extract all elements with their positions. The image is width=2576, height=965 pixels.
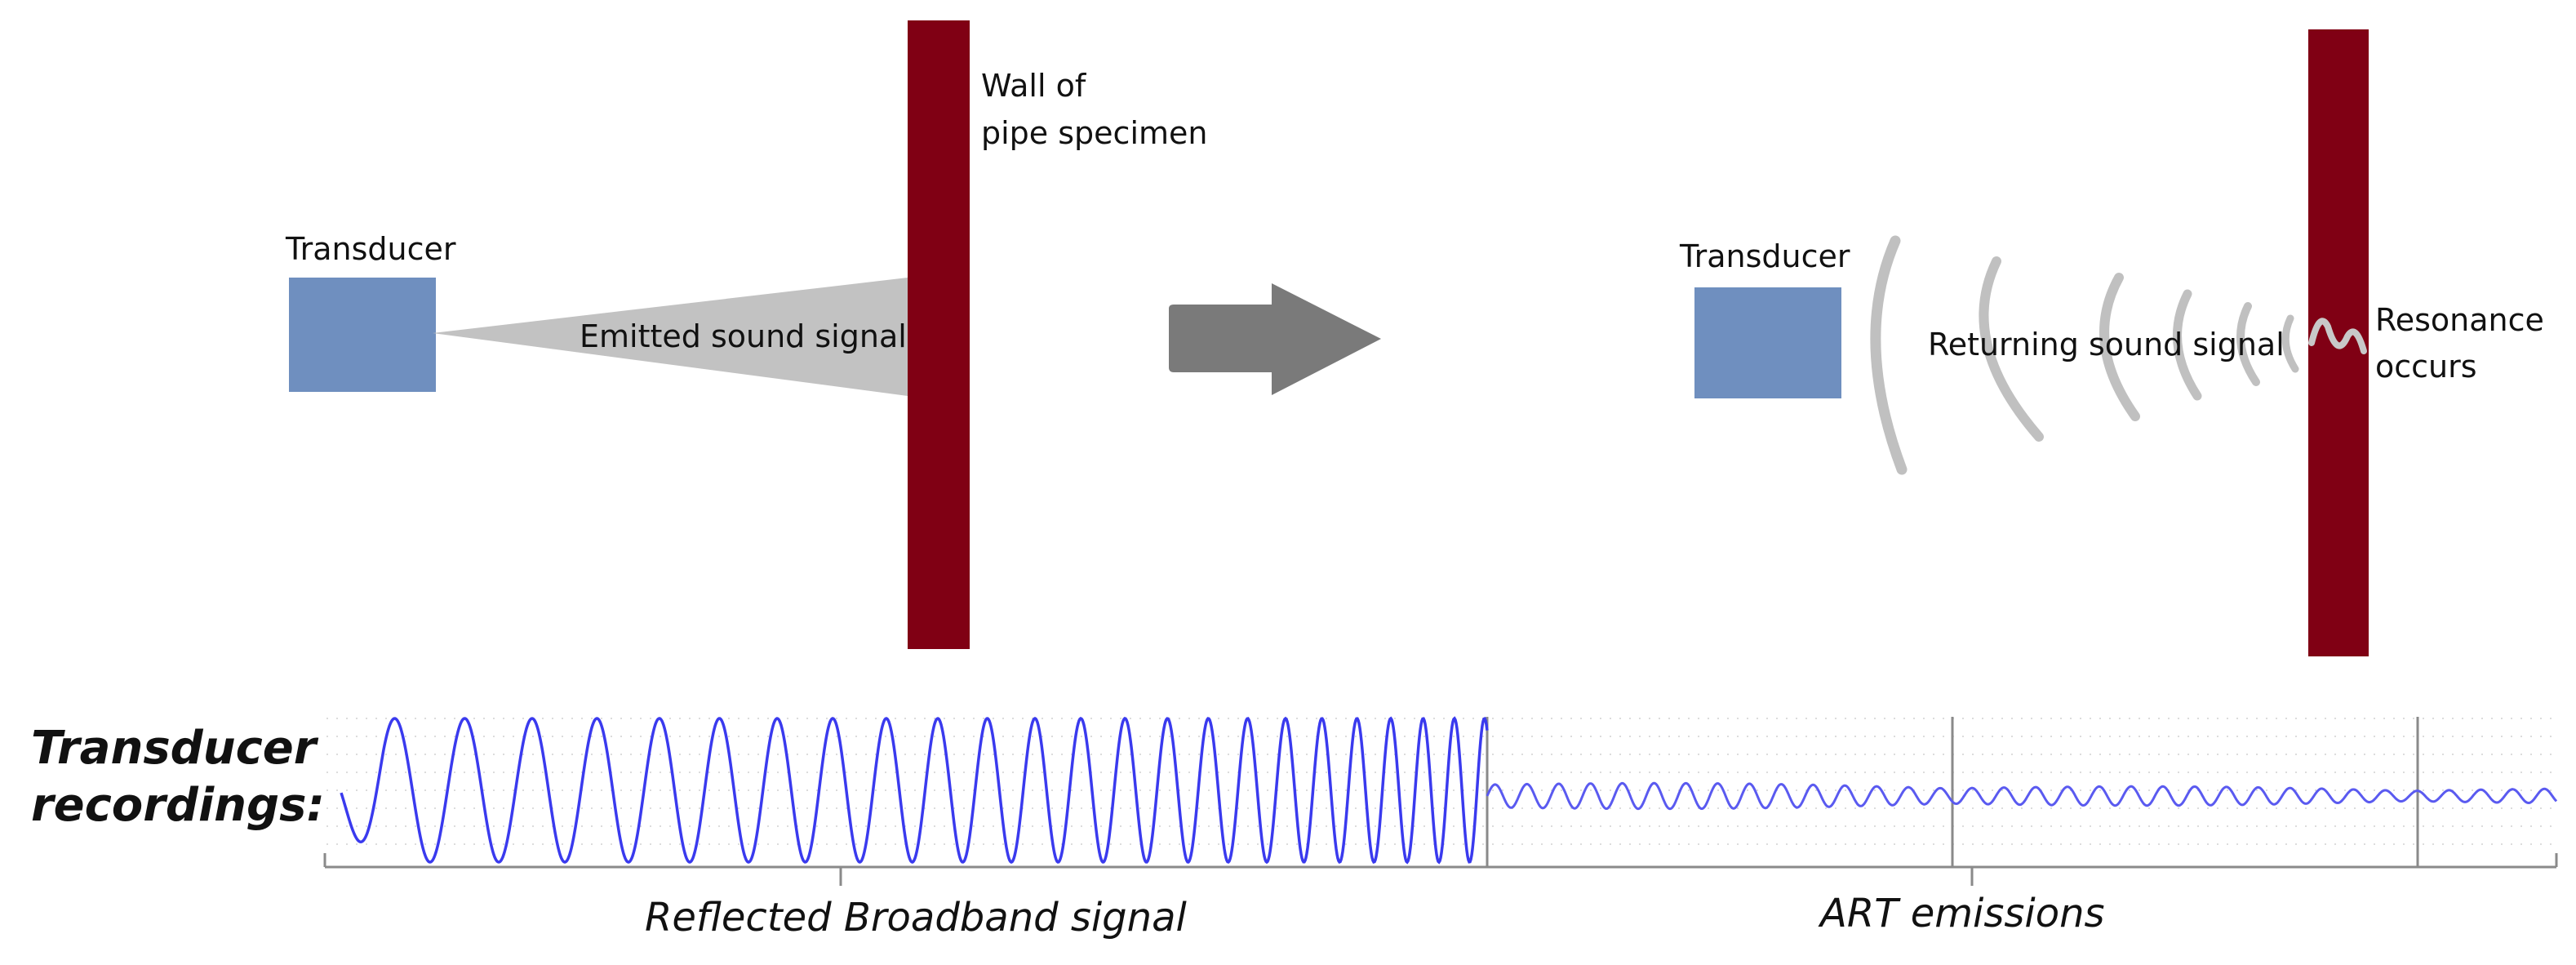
art-emission-waveform <box>1486 781 2558 811</box>
returning-wavefronts <box>1870 235 2299 475</box>
art-emissions-label: ART emissions <box>1818 891 2105 936</box>
left-pipe-wall <box>908 20 970 649</box>
resonance-squiggle-icon <box>2308 318 2367 354</box>
returning-sound-label: Returning sound signal <box>1928 327 2285 362</box>
recordings-title-line1: Transducer <box>31 722 319 775</box>
left-transducer-label: Transducer <box>285 231 456 267</box>
right-transducer <box>1694 287 1841 398</box>
left-transducer <box>289 278 436 392</box>
wall-label-line1: Wall of <box>981 68 1087 104</box>
recording-grid <box>326 718 2555 845</box>
recordings-title-line2: recordings: <box>31 779 325 832</box>
right-transducer-label: Transducer <box>1679 238 1850 274</box>
reflected-broadband-waveform <box>340 716 1489 865</box>
reflected-broadband-label: Reflected Broadband signal <box>645 895 1187 941</box>
resonance-label-line2: occurs <box>2375 349 2477 385</box>
resonance-label-line1: Resonance <box>2375 302 2544 338</box>
transition-arrow-icon <box>1169 283 1381 395</box>
wall-label-line2: pipe specimen <box>981 115 1208 151</box>
emitted-sound-beam <box>433 278 908 396</box>
emitted-sound-label: Emitted sound signal <box>580 318 907 354</box>
